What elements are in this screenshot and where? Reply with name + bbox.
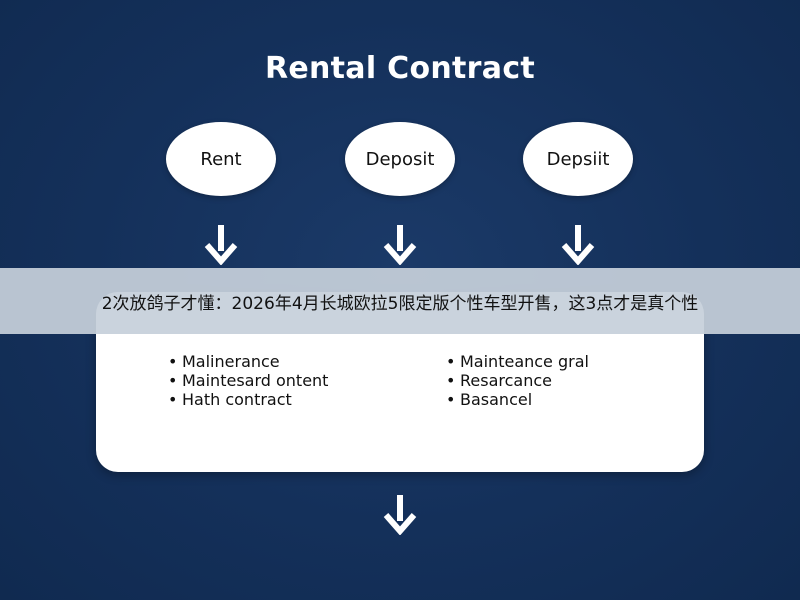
caption-text: 2次放鸽子才懂：2026年4月长城欧拉5限定版个性车型开售，这3点才是真个性	[101, 293, 699, 314]
bullet: •	[168, 390, 178, 409]
node-deposit: Deposit	[345, 122, 455, 196]
list-item: •Mainteance gral	[446, 352, 589, 371]
list-item: •Hath contract	[168, 390, 328, 409]
right-item-list: •Mainteance gral •Resarcance •Basancel	[446, 352, 589, 409]
caption-banner: 2次放鸽子才懂：2026年4月长城欧拉5限定版个性车型开售，这3点才是真个性	[0, 268, 800, 334]
bullet: •	[446, 390, 456, 409]
down-arrow-icon	[382, 225, 418, 265]
node-label: Rent	[200, 148, 242, 170]
list-item-text: Basancel	[460, 390, 533, 409]
list-item-text: Maintesard ontent	[182, 371, 329, 390]
list-item-text: Malinerance	[182, 352, 280, 371]
node-label: Depsiit	[546, 148, 610, 170]
bullet: •	[168, 371, 178, 390]
down-arrow-icon	[382, 495, 418, 535]
down-arrow-icon	[560, 225, 596, 265]
list-item-text: Mainteance gral	[460, 352, 589, 371]
list-item: •Resarcance	[446, 371, 589, 390]
left-item-list: •Malinerance •Maintesard ontent •Hath co…	[168, 352, 328, 409]
bullet: •	[446, 371, 456, 390]
bullet: •	[446, 352, 456, 371]
list-item: •Malinerance	[168, 352, 328, 371]
down-arrow-icon	[203, 225, 239, 265]
node-rent: Rent	[166, 122, 276, 196]
diagram-title: Rental Contract	[264, 51, 536, 86]
node-label: Deposit	[365, 148, 435, 170]
list-item: •Basancel	[446, 390, 589, 409]
list-item-text: Hath contract	[182, 390, 292, 409]
node-depsiit: Depsiit	[523, 122, 633, 196]
list-item: •Maintesard ontent	[168, 371, 328, 390]
list-item-text: Resarcance	[460, 371, 552, 390]
bullet: •	[168, 352, 178, 371]
